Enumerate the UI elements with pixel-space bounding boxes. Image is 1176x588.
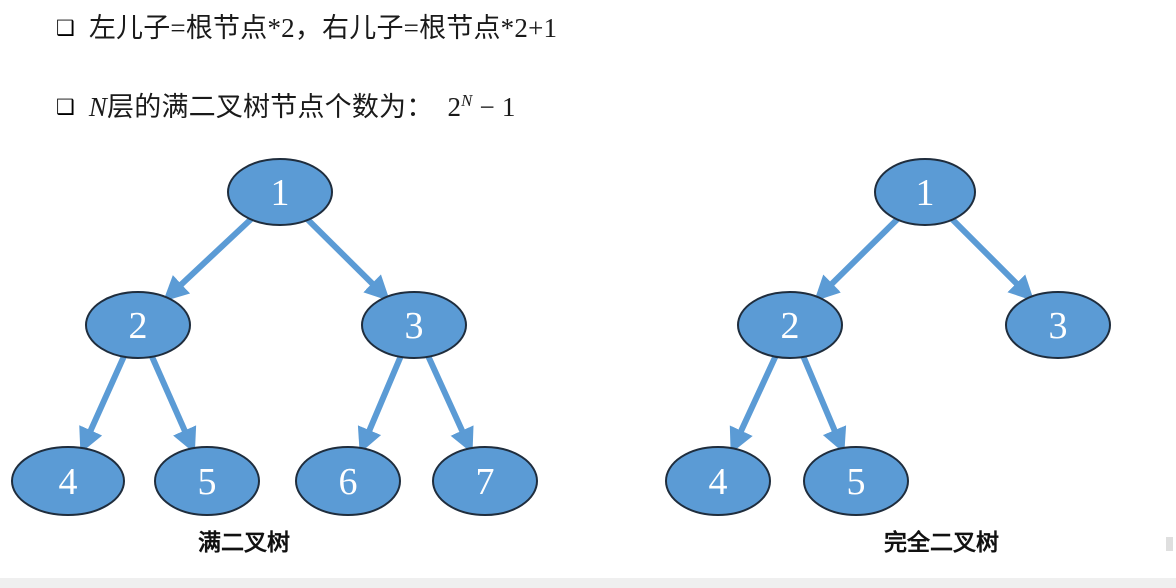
bullet-item-left-right-child: ❑ 左儿子=根节点*2，右儿子=根节点*2+1 [56,13,557,43]
node-shape [11,446,125,516]
node-label: 5 [847,461,866,503]
node-shape [432,446,538,516]
node-shape [85,291,191,359]
bullet-item-node-count: ❑ N层的满二叉树节点个数为： 2N − 1 [56,92,516,122]
node-shape [665,446,771,516]
tree-node-3[interactable]: 3 [361,291,467,359]
node-label: 5 [198,461,217,503]
tree-node-2[interactable]: 2 [737,291,843,359]
scrollbar-thumb[interactable] [1166,537,1173,551]
node-label: 1 [916,172,935,214]
tree-node-3[interactable]: 3 [1005,291,1111,359]
variable-n: N [88,92,108,122]
node-label: 2 [781,305,800,347]
tree-node-1[interactable]: 1 [227,158,333,226]
tree-edge-2-to-5 [799,353,847,454]
node-shape [227,158,333,226]
tree-node-2[interactable]: 2 [85,291,191,359]
bullet-text-node-count-body: 层的满二叉树节点个数为： [107,92,434,122]
tree-edge-3-to-7 [424,352,474,454]
tree-edge-1-to-3 [948,215,1035,302]
node-shape [803,446,909,516]
node-label: 3 [405,305,424,347]
node-label: 3 [1049,305,1068,347]
tree-edge-2-to-4 [79,352,128,454]
node-shape [737,291,843,359]
bullet-text-left-right-child: 左儿子=根节点*2，右儿子=根节点*2+1 [88,13,558,43]
formula-exponent: N [461,91,473,110]
tree-node-4[interactable]: 4 [665,446,771,516]
square-bullet-icon: ❑ [56,16,75,40]
caption-complete-binary-tree: 完全二叉树 [884,530,999,556]
caption-full-binary-tree: 满二叉树 [198,530,290,556]
tree-edge-1-to-2 [163,214,256,302]
node-label: 6 [339,461,358,503]
window-bottom-strip [0,578,1176,588]
tree-edge-2-to-4 [729,352,780,454]
tree-nodes-layer: 1 2 3 4 5 6 7 1 2 3 4 5 [11,158,1111,516]
node-label: 4 [59,461,78,503]
node-label: 4 [709,461,728,503]
tree-node-5[interactable]: 5 [154,446,260,516]
tree-edge-3-to-6 [357,353,405,454]
tree-node-4[interactable]: 4 [11,446,125,516]
node-shape [361,291,467,359]
node-shape [874,158,976,226]
node-shape [154,446,260,516]
formula-tail: − 1 [479,92,516,122]
node-shape [295,446,401,516]
tree-node-1[interactable]: 1 [874,158,976,226]
tree-edge-1-to-3 [303,215,390,302]
tree-node-5[interactable]: 5 [803,446,909,516]
tree-node-6[interactable]: 6 [295,446,401,516]
formula-node-count: 2N − 1 [447,92,515,122]
node-label: 7 [476,461,495,503]
node-shape [1005,291,1111,359]
formula-base: 2 [447,92,462,122]
tree-edge-1-to-2 [814,215,902,302]
tree-edge-2-to-5 [148,353,197,454]
square-bullet-icon: ❑ [56,95,75,119]
tree-node-7[interactable]: 7 [432,446,538,516]
node-label: 2 [129,305,148,347]
tree-edges-layer [79,214,1035,454]
bullet-text-node-count: N层的满二叉树节点个数为： [89,92,434,122]
node-label: 1 [271,172,290,214]
